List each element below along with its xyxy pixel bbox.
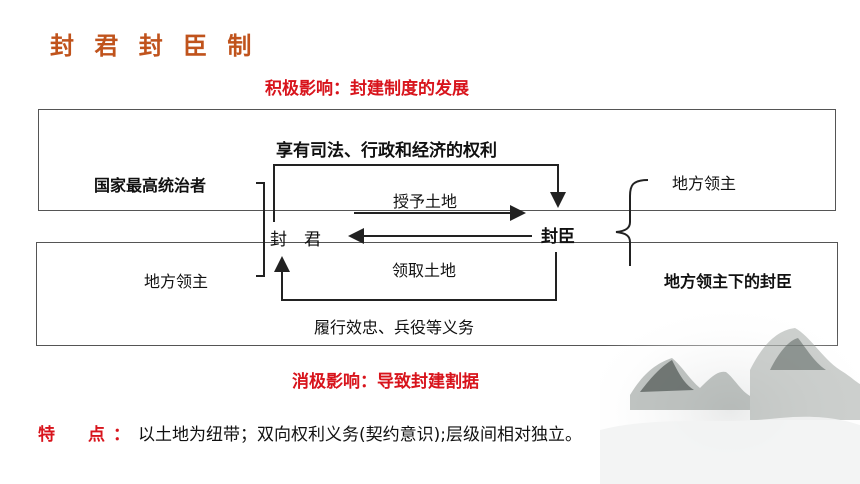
rights-text: 享有司法、行政和经济的权利 <box>276 141 497 161</box>
duties-arrow <box>274 252 557 301</box>
upper-frame <box>38 109 836 211</box>
ink-mountain-decoration <box>600 300 860 484</box>
page-title: 封 君 封 臣 制 <box>50 31 258 60</box>
vassal-sub-text: 地方领主下的封臣 <box>664 272 793 291</box>
grant-land-text: 授予土地 <box>393 192 458 211</box>
negative-effect: 消极影响：导致封建割据 <box>292 372 479 392</box>
lower-frame <box>36 242 838 346</box>
duties-text: 履行效忠、兵役等义务 <box>314 318 475 337</box>
vassal-brace <box>615 179 649 266</box>
vassal-local-text: 地方领主 <box>672 174 737 193</box>
rights-arrow <box>273 164 566 222</box>
lord-bracket <box>256 182 265 277</box>
features-line: 特 点：以土地为纽带；双向权利义务(契约意识);层级间相对独立。 <box>38 420 582 445</box>
features-label: 特 点： <box>38 425 138 445</box>
lord-title-text: 国家最高统治者 <box>94 176 207 195</box>
positive-effect: 积极影响：封建制度的发展 <box>265 79 469 99</box>
lord-local-text: 地方领主 <box>144 272 209 291</box>
vassal-label: 封臣 <box>541 227 575 247</box>
features-text: 以土地为纽带；双向权利义务(契约意识);层级间相对独立。 <box>138 425 582 445</box>
receive-land-text: 领取土地 <box>392 261 457 280</box>
lord-label: 封 君 <box>270 230 321 250</box>
